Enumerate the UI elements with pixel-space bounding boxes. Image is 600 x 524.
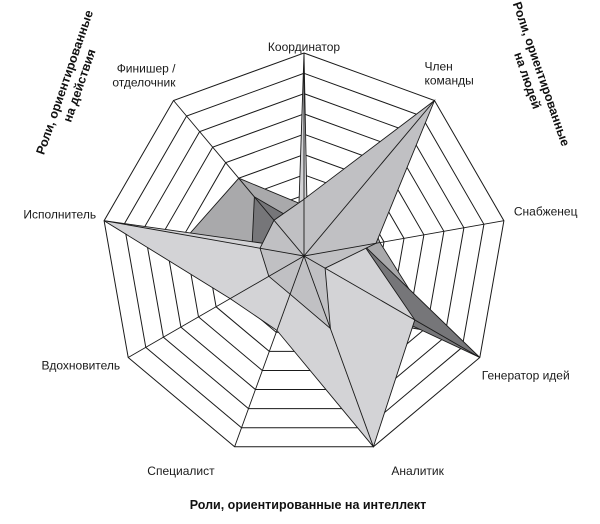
group-label-intellect: Роли, ориентированные на интеллект [190,498,426,512]
axis-label-line: отделочник [112,76,176,90]
grid-ring-6 [183,133,425,371]
axis-label-6: Специалист [147,464,215,478]
radar-series [103,52,481,448]
grid-ring-8 [143,93,465,410]
axis-label-line: Аналитик [391,464,444,478]
axis-label-line: команды [425,74,474,88]
axis-label-line: Снабженец [514,205,578,219]
axis-label-line: Специалист [147,464,215,478]
axis-label-3: Снабженец [514,205,578,219]
spoke-3 [303,220,504,257]
axis-label-line: Член [425,60,453,74]
grid-ring-9 [123,72,485,429]
spoke-5 [303,255,374,447]
spoke-2 [303,100,435,257]
series-area-4 [259,99,436,330]
radar-spokes [104,53,504,447]
spoke-6 [234,255,305,447]
axis-label-1: Координатор [268,40,341,54]
axis-label-line: Генератор идей [482,369,570,383]
grid-ring-7 [163,113,445,390]
axis-label-5: Аналитик [391,464,444,478]
spoke-4 [303,255,481,358]
axis-label-line: Финишер / [117,62,176,76]
group-label-action: Роли, ориентированные на действия [34,5,112,161]
spoke-7 [127,255,305,358]
axis-label-line: Исполнитель [23,208,96,222]
grid-ring-10 [103,52,505,448]
axis-label-9: Финишер /отделочник [112,62,176,90]
axis-label-7: Вдохновитель [42,359,121,373]
axis-label-8: Исполнитель [23,208,96,222]
spoke-9 [173,100,305,257]
axis-label-4: Генератор идей [482,369,570,383]
axis-label-line: Вдохновитель [42,359,121,373]
spoke-8 [104,220,305,257]
group-label-people: Роли, ориентированные на людей [496,0,574,156]
axis-label-line: Координатор [268,40,341,54]
